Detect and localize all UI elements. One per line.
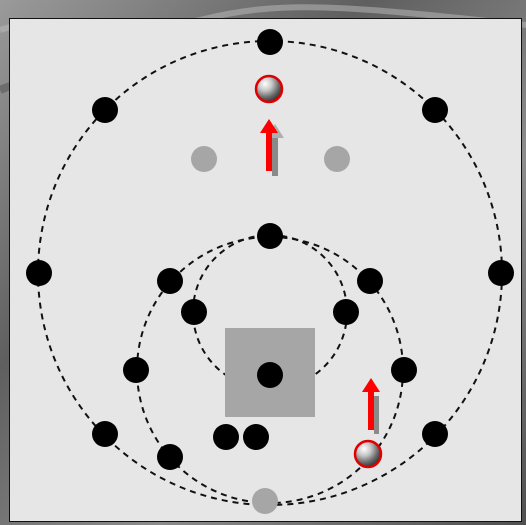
node[interactable] (333, 299, 359, 325)
top-marker[interactable] (256, 76, 282, 102)
node[interactable] (92, 421, 118, 447)
bottom-marker[interactable] (355, 441, 381, 467)
inactive-node (252, 488, 278, 514)
node[interactable] (257, 223, 283, 249)
bottom-arrow (362, 378, 380, 434)
node[interactable] (92, 97, 118, 123)
node[interactable] (181, 299, 207, 325)
node[interactable] (357, 268, 383, 294)
node[interactable] (257, 29, 283, 55)
node[interactable] (422, 97, 448, 123)
node[interactable] (26, 260, 52, 286)
inactive-node (191, 146, 217, 172)
node[interactable] (488, 260, 514, 286)
inactive-node (324, 146, 350, 172)
node[interactable] (157, 444, 183, 470)
node[interactable] (123, 357, 149, 383)
top-arrow (260, 119, 284, 176)
node[interactable] (243, 424, 269, 450)
node[interactable] (391, 357, 417, 383)
node[interactable] (157, 268, 183, 294)
node[interactable] (422, 421, 448, 447)
node[interactable] (213, 424, 239, 450)
center-node[interactable] (257, 362, 283, 388)
